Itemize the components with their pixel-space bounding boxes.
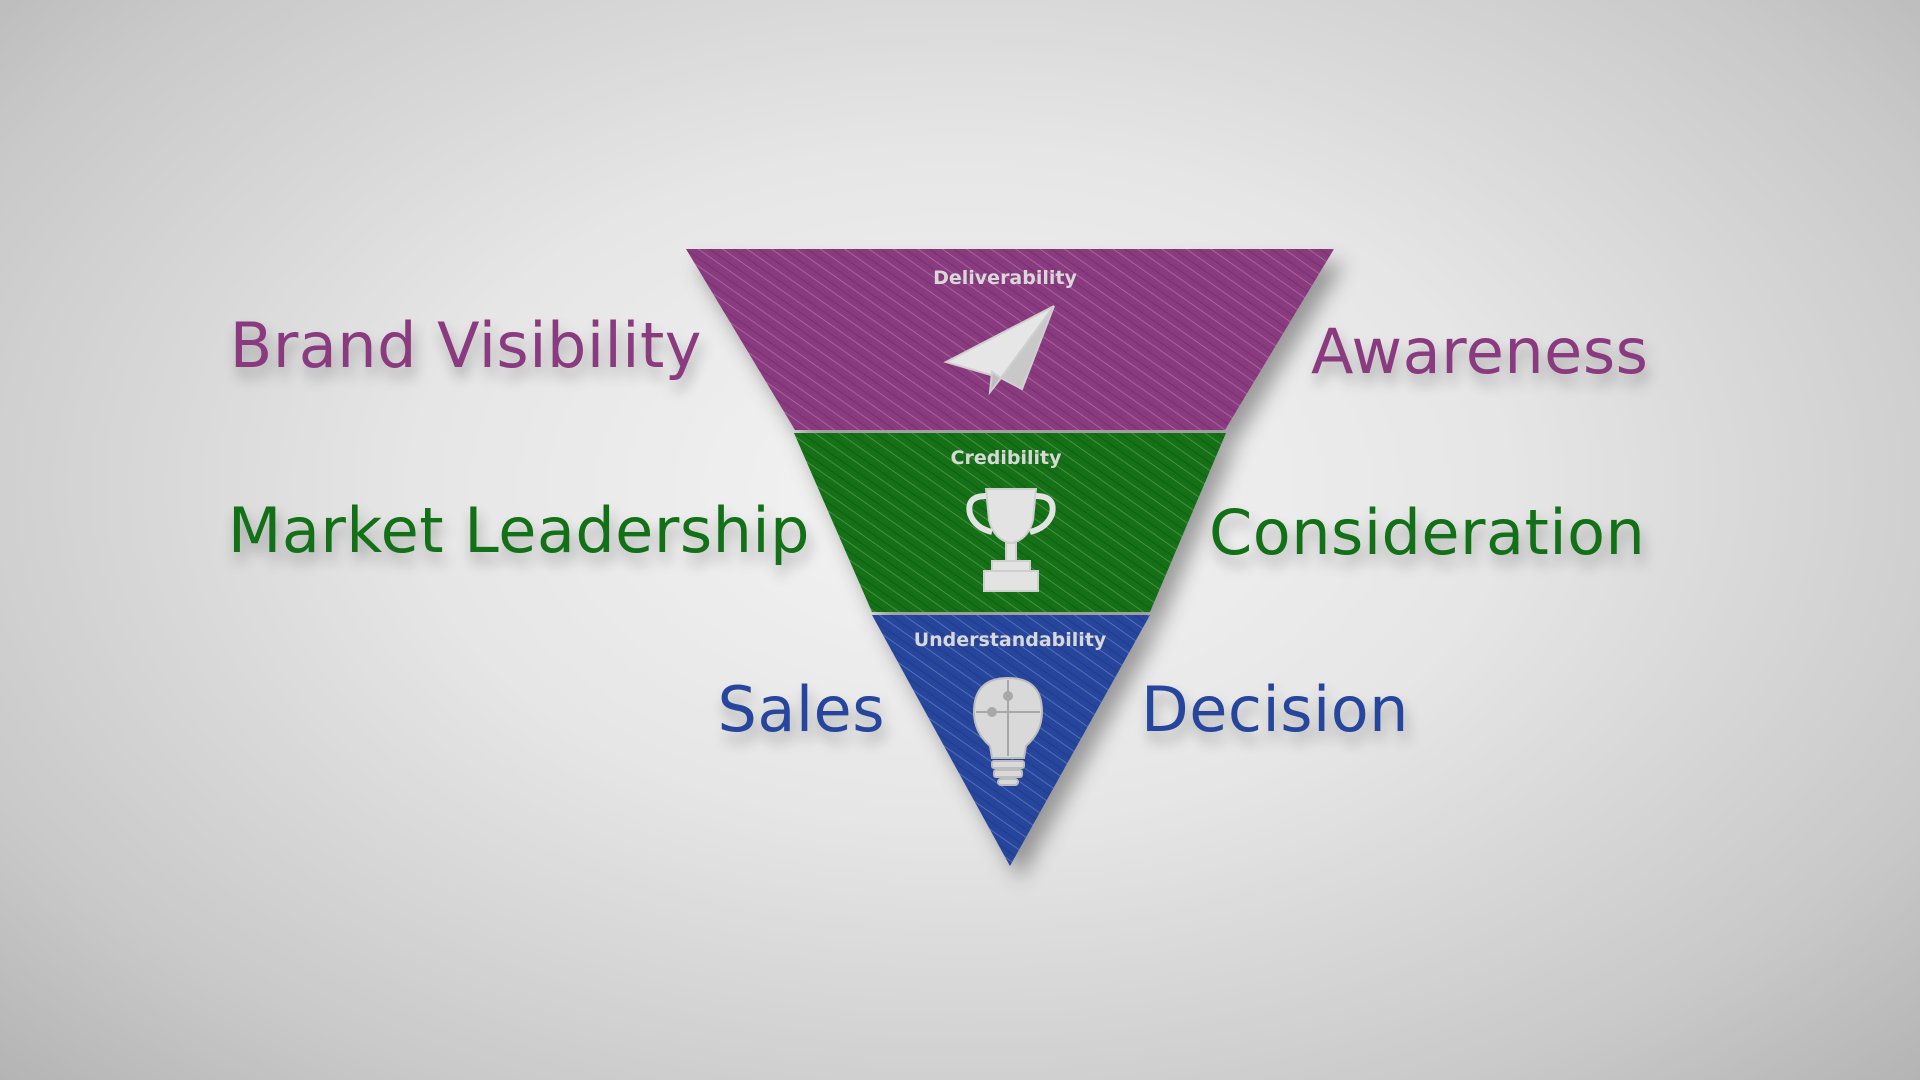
tier-title-deliverability: Deliverability — [933, 267, 1077, 289]
trophy-icon — [966, 488, 1056, 592]
tier-title-understandability: Understandability — [914, 629, 1107, 651]
right-label-decision: Decision — [1141, 673, 1409, 746]
left-label-brand-visibility: Brand Visibility — [229, 309, 702, 382]
right-label-awareness: Awareness — [1311, 315, 1649, 388]
left-label-sales: Sales — [717, 673, 885, 746]
lightbulb-puzzle-icon — [972, 676, 1044, 786]
paper-plane-icon — [943, 305, 1055, 396]
tier-title-credibility: Credibility — [951, 447, 1063, 469]
left-label-market-leadership: Market Leadership — [227, 494, 810, 567]
right-label-consideration: Consideration — [1209, 496, 1646, 569]
